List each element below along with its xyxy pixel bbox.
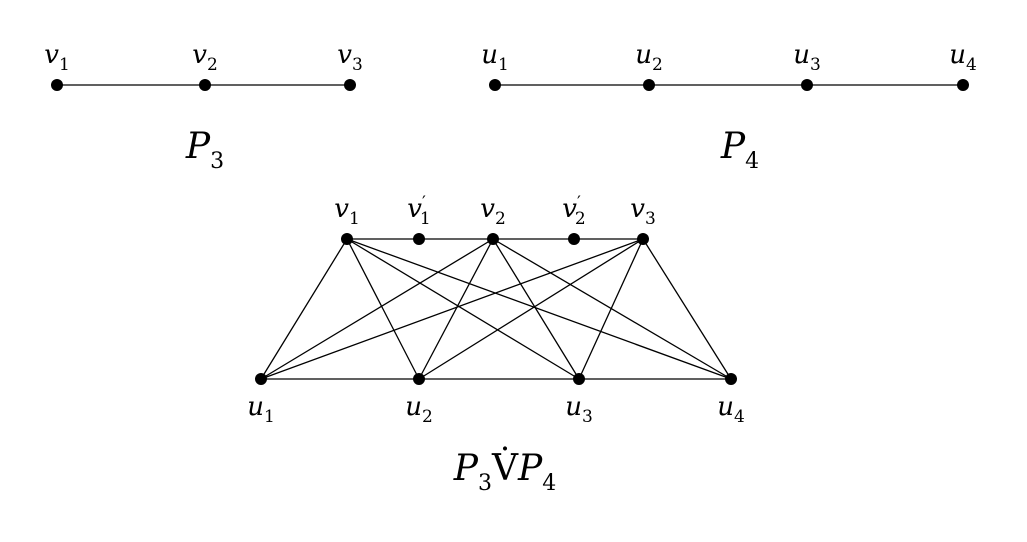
vertex-u2	[643, 79, 655, 91]
vertex-label-v3: v3	[337, 40, 363, 75]
vertex-label-base: u	[793, 40, 810, 70]
vertex-label-v2p: v′2	[562, 193, 585, 229]
vertex-label-base: v	[337, 40, 352, 70]
graph-caption: P3V̇P4	[453, 447, 556, 496]
vertex-label-u2: u2	[405, 392, 433, 427]
caption-sub: 4	[745, 149, 759, 174]
vertex-label-v1: v1	[44, 40, 70, 75]
vertex-label-u1: u1	[481, 40, 509, 75]
vertex-label-sub: 2	[575, 209, 586, 229]
vertex-label-sub: 4	[734, 407, 745, 427]
vertex-v2	[487, 233, 499, 245]
vertex-v1p	[413, 233, 425, 245]
vertex-label-base: v	[562, 194, 577, 224]
vertex-label-u2: u2	[635, 40, 663, 75]
vertex-label-base: v	[192, 40, 207, 70]
vertex-label-sub: 4	[966, 55, 977, 75]
vertex-label-base: u	[247, 392, 264, 422]
vertex-label-base: v	[480, 194, 495, 224]
vertex-label-base: u	[635, 40, 652, 70]
edge-v3-u4	[642, 238, 732, 380]
caption-sub-2: 4	[542, 471, 556, 496]
edge-v3-u3	[578, 238, 644, 380]
vertex-label-base: v	[630, 194, 645, 224]
vertex-label-prime: ′	[422, 193, 426, 213]
graph-caption: P4	[720, 126, 759, 174]
caption-base: P	[453, 448, 479, 489]
vertex-label-sub: 1	[59, 55, 70, 75]
edge-v1-u2	[346, 238, 420, 380]
vertex-u1	[255, 373, 267, 385]
vertex-label-v1p: v′1	[407, 193, 430, 229]
caption-base: P	[185, 126, 211, 167]
vertex-label-u4: u4	[717, 392, 745, 427]
vertex-label-sub: 2	[495, 209, 506, 229]
edge-v2-u4	[492, 238, 732, 380]
vertex-label-sub: 1	[420, 209, 431, 229]
vertex-v2	[199, 79, 211, 91]
caption-base-2: P	[517, 448, 543, 489]
vertex-label-u3: u3	[565, 392, 593, 427]
edge-v1-u1	[260, 238, 348, 380]
vertex-u2	[413, 373, 425, 385]
vertex-label-v2: v2	[480, 194, 506, 229]
vertex-label-base: u	[481, 40, 498, 70]
caption-sub: 3	[210, 149, 224, 174]
vertex-label-v3: v3	[630, 194, 656, 229]
caption-operator: V̇	[491, 447, 519, 489]
edge-v2-u1	[260, 238, 494, 380]
vertex-u3	[801, 79, 813, 91]
vertex-v1	[51, 79, 63, 91]
edge-v3-u2	[418, 238, 644, 380]
caption-sub: 3	[478, 471, 492, 496]
edge-v2-u2	[418, 238, 494, 380]
edge-v1-u4	[346, 238, 732, 380]
vertex-label-u4: u4	[949, 40, 977, 75]
graph-caption: P3	[185, 126, 224, 174]
vertex-label-sub: 3	[645, 209, 656, 229]
vertex-label-prime: ′	[577, 193, 581, 213]
caption-base: P	[720, 126, 746, 167]
vertex-label-sub: 1	[349, 209, 360, 229]
vertex-label-base: u	[949, 40, 966, 70]
vertex-u4	[725, 373, 737, 385]
vertex-label-sub: 2	[652, 55, 663, 75]
vertex-label-sub: 3	[352, 55, 363, 75]
edge-v2-u3	[492, 238, 580, 380]
vertex-v3	[344, 79, 356, 91]
vertex-label-base: u	[565, 392, 582, 422]
vertex-label-base: u	[405, 392, 422, 422]
vertex-label-sub: 2	[207, 55, 218, 75]
vertex-label-v2: v2	[192, 40, 218, 75]
vertex-label-sub: 1	[498, 55, 509, 75]
edge-v3-u1	[260, 238, 644, 380]
edge-v1-u3	[346, 238, 580, 380]
vertex-v2p	[568, 233, 580, 245]
vertex-u1	[489, 79, 501, 91]
vertex-label-v1: v1	[334, 194, 360, 229]
vertex-label-sub: 2	[422, 407, 433, 427]
vertex-label-base: v	[44, 40, 59, 70]
vertex-u3	[573, 373, 585, 385]
vertex-label-base: v	[334, 194, 349, 224]
vertex-label-base: v	[407, 194, 422, 224]
vertex-label-sub: 3	[582, 407, 593, 427]
vertex-label-sub: 1	[264, 407, 275, 427]
vertex-label-u3: u3	[793, 40, 821, 75]
vertex-u4	[957, 79, 969, 91]
vertex-v3	[637, 233, 649, 245]
vertex-label-sub: 3	[810, 55, 821, 75]
vertex-label-base: u	[717, 392, 734, 422]
vertex-label-u1: u1	[247, 392, 275, 427]
vertex-v1	[341, 233, 353, 245]
